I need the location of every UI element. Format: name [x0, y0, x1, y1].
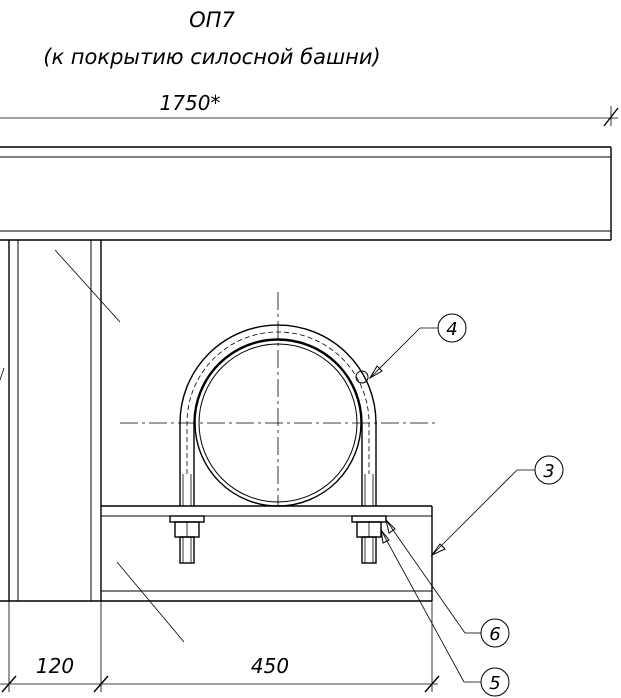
washers-nuts — [169, 515, 387, 538]
callout-u-bolt: 4 — [368, 313, 467, 380]
callout-plate-label: 3 — [543, 461, 554, 482]
callout-plate: 3 — [430, 455, 564, 557]
drawing-title: ОП7 — [189, 8, 235, 32]
overall-dimension-value: 1750* — [160, 91, 221, 115]
callout-nut: 6 — [385, 518, 510, 648]
weld-marker — [355, 370, 369, 384]
callout-nut-label: 6 — [489, 624, 500, 645]
callout-washer-label: 5 — [489, 673, 500, 694]
callout-washer: 5 — [380, 528, 510, 697]
vertical-post — [0, 240, 121, 602]
base-member — [101, 505, 433, 643]
pipe — [194, 339, 362, 507]
top-beam — [0, 146, 612, 241]
overall-dimension: 1750* — [0, 91, 619, 127]
pipe-centerlines — [120, 292, 435, 505]
callout-u-bolt-label: 4 — [446, 319, 457, 340]
dimension-right-value: 450 — [251, 654, 289, 678]
drawing-subtitle: (к покрытию силосной башни) — [43, 45, 380, 69]
bottom-dimensions: 120 450 — [0, 601, 440, 693]
dimension-left-value: 120 — [36, 654, 74, 678]
